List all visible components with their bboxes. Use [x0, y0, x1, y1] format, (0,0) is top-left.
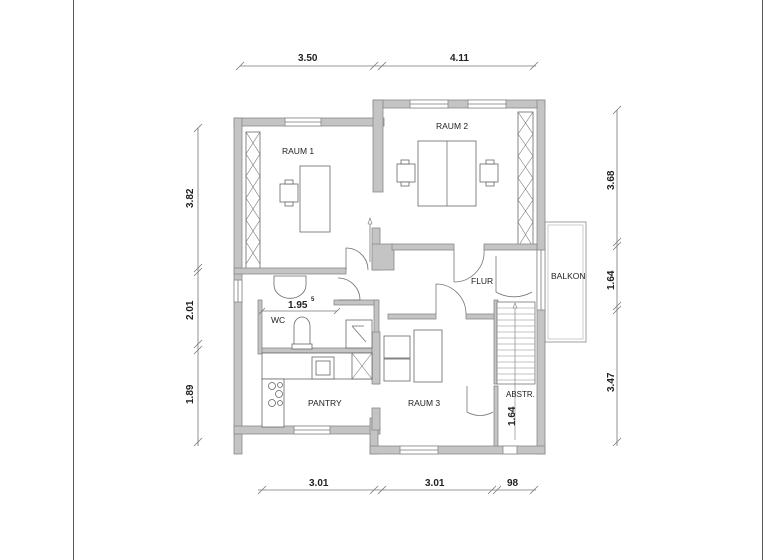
stairs — [496, 301, 536, 440]
dim-bottom-2: 3.01 — [425, 478, 445, 489]
dimension-bottom: 3.01 3.01 98 — [257, 478, 539, 495]
table-raum2 — [396, 140, 499, 207]
windows — [233, 99, 546, 455]
interior-dimension-wc: 1.95 5 — [258, 297, 341, 315]
interior-dimension-abstr: 1.64 — [507, 406, 518, 426]
dim-top-2: 4.11 — [450, 53, 469, 64]
dim-left-1: 3.82 — [185, 188, 196, 208]
room-label-balkon: BALKON — [551, 271, 586, 281]
dim-abstr: 1.64 — [507, 406, 518, 426]
dim-left-3: 1.89 — [185, 384, 196, 404]
room-label-abstr: ABSTR. — [506, 390, 535, 399]
shower-wc — [345, 319, 373, 349]
desk-raum1 — [279, 165, 331, 233]
wardrobe-raum2 — [517, 111, 534, 248]
page-frame — [73, 0, 763, 560]
room-label-pantry: PANTRY — [308, 398, 342, 408]
interior-walls — [233, 227, 538, 447]
doors — [337, 217, 533, 416]
dim-right-1: 3.68 — [606, 170, 617, 190]
dim-bottom-3: 98 — [507, 478, 519, 489]
room-label-raum2: RAUM 2 — [436, 121, 468, 131]
bed-raum3 — [383, 329, 443, 383]
dim-right-2: 1.64 — [606, 270, 617, 290]
balcony — [544, 221, 587, 343]
room-label-wc: WC — [271, 315, 285, 325]
room-label-raum1: RAUM 1 — [282, 146, 314, 156]
dim-right-3: 3.47 — [606, 372, 617, 392]
sink-wc — [273, 275, 307, 299]
room-label-flur: FLUR — [471, 276, 493, 286]
room-label-raum3: RAUM 3 — [408, 398, 440, 408]
dimension-left: 3.82 2.01 1.89 — [185, 123, 203, 447]
dim-wc-width: 1.95 — [288, 300, 308, 311]
dimension-right: 3.68 1.64 3.47 — [606, 105, 622, 447]
dim-bottom-1: 3.01 — [309, 478, 329, 489]
dim-top-1: 3.50 — [298, 53, 318, 64]
toilet — [291, 316, 313, 350]
dim-wc-width-sup: 5 — [311, 297, 315, 303]
wardrobe-raum1 — [245, 131, 261, 273]
dimension-top: 3.50 4.11 — [235, 53, 539, 71]
dim-left-2: 2.01 — [185, 300, 196, 320]
kitchen-counter — [261, 352, 373, 428]
